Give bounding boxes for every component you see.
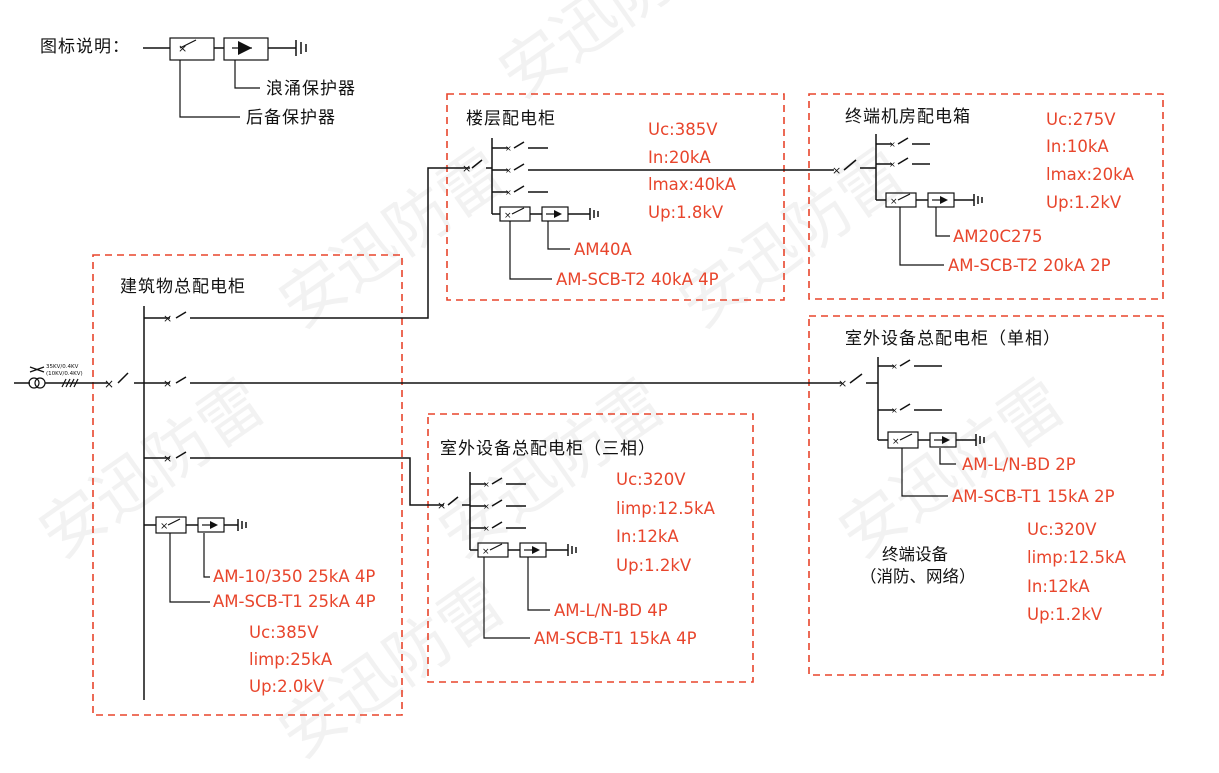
floor-panel: 楼层配电柜 × × × × × AM40A AM-SCB-T2 40kA 4P … <box>462 109 834 289</box>
outdoor-single-box <box>808 315 1164 676</box>
floor-backup-model: AM-SCB-T2 40kA 4P <box>556 270 719 289</box>
legend-spd-label: 浪涌保护器 <box>266 79 356 99</box>
svg-text:×: × <box>891 362 898 371</box>
terminal-device-label: 终端设备 <box>882 545 949 564</box>
legend-label: 图标说明： <box>40 37 130 57</box>
main-param: limp:25kA <box>249 650 333 669</box>
outdoor-three-param: limp:12.5kA <box>616 499 716 518</box>
svg-text:×: × <box>505 188 512 197</box>
terminal-room-param: lmax:20kA <box>1046 165 1135 184</box>
outdoor-single-title: 室外设备总配电柜（单相） <box>845 329 1061 349</box>
transformer-icon <box>28 377 40 389</box>
svg-text:×: × <box>892 437 900 447</box>
backup-protector-icon <box>169 37 215 61</box>
terminal-room-spd-model: AM20C275 <box>953 227 1043 246</box>
outdoor-single-param: limp:12.5kA <box>1027 548 1127 567</box>
svg-text:×: × <box>889 140 896 149</box>
outdoor-single-backup-model: AM-SCB-T1 15kA 2P <box>952 487 1115 506</box>
terminal-room-panel: 终端机房配电箱 × × × × AM20C275 AM-SCB-T2 20kA … <box>832 107 1135 275</box>
power-source: 35KV/0.4KV (10KV/0.4KV) × <box>14 364 144 391</box>
source-label-1: 35KV/0.4KV <box>46 364 79 370</box>
outdoor-three-box <box>427 413 754 683</box>
svg-text:×: × <box>890 197 898 207</box>
svg-text:×: × <box>838 377 847 390</box>
svg-text:×: × <box>504 211 512 221</box>
svg-text:×: × <box>483 480 490 489</box>
terminal-room-param: In:10kA <box>1046 137 1109 156</box>
outdoor-single-param: Uc:320V <box>1027 520 1097 539</box>
floor-spd-model: AM40A <box>574 240 633 259</box>
source-label-2: (10KV/0.4KV) <box>46 371 83 377</box>
svg-text:×: × <box>437 499 446 512</box>
outdoor-three-backup-model: AM-SCB-T1 15kA 4P <box>534 629 697 648</box>
outdoor-single-param: In:12kA <box>1027 577 1090 596</box>
terminal-room-param: Uc:275V <box>1046 110 1116 129</box>
floor-param: Uc:385V <box>648 120 718 139</box>
main-backup-model: AM-SCB-T1 25kA 4P <box>213 592 376 611</box>
svg-text:×: × <box>163 452 172 465</box>
outdoor-single-panel: 室外设备总配电柜（单相） × × × × AM-L/N-BD 2P AM-SCB… <box>838 329 1127 624</box>
watermark-text: 安迅防雷 <box>487 0 739 113</box>
svg-text:×: × <box>889 160 896 169</box>
legend: 图标说明： × 浪涌保护器 后备保护器 <box>40 37 356 128</box>
svg-text:×: × <box>832 164 841 177</box>
terminal-room-box <box>808 93 1164 300</box>
outdoor-three-param: Up:1.2kV <box>616 556 692 575</box>
floor-param: In:20kA <box>648 148 711 167</box>
svg-text:×: × <box>482 547 490 557</box>
svg-text:×: × <box>505 144 512 153</box>
floor-param: Up:1.8kV <box>648 203 724 222</box>
outdoor-three-param: Uc:320V <box>616 470 686 489</box>
main-param: Up:2.0kV <box>249 677 325 696</box>
outdoor-three-param: In:12kA <box>616 527 679 546</box>
outdoor-three-panel: 室外设备总配电柜（三相） × × × × × AM-L/N-BD 4P AM-S… <box>437 439 716 648</box>
svg-text:×: × <box>483 524 490 533</box>
terminal-device-sublabel: （消防、网络） <box>860 567 976 586</box>
svg-text:×: × <box>891 406 898 415</box>
svg-text:×: × <box>505 166 512 175</box>
outdoor-three-spd-model: AM-L/N-BD 4P <box>554 601 668 620</box>
main-param: Uc:385V <box>249 623 319 642</box>
watermark-text: 安迅防雷 <box>267 136 519 343</box>
main-panel: 建筑物总配电柜 × × × × AM-10/350 25kA 4P AM-SCB… <box>120 167 842 700</box>
outdoor-three-title: 室外设备总配电柜（三相） <box>440 439 656 459</box>
main-panel-box <box>92 254 403 716</box>
svg-text:×: × <box>160 521 168 532</box>
svg-text:×: × <box>163 312 172 325</box>
surge-protector-icon <box>223 37 269 61</box>
main-panel-title: 建筑物总配电柜 <box>120 277 246 297</box>
terminal-room-title: 终端机房配电箱 <box>845 107 971 127</box>
svg-text:×: × <box>163 377 172 390</box>
svg-text:×: × <box>462 162 471 175</box>
terminal-room-backup-model: AM-SCB-T2 20kA 2P <box>948 256 1111 275</box>
terminal-room-param: Up:1.2kV <box>1046 193 1122 212</box>
svg-text:×: × <box>104 377 114 391</box>
svg-text:×: × <box>483 502 490 511</box>
main-spd-model: AM-10/350 25kA 4P <box>213 567 375 586</box>
outdoor-single-param: Up:1.2kV <box>1027 605 1103 624</box>
watermark-text: 安迅防雷 <box>27 366 279 573</box>
floor-panel-title: 楼层配电柜 <box>466 109 556 129</box>
svg-text:×: × <box>178 42 187 55</box>
outdoor-single-spd-model: AM-L/N-BD 2P <box>962 455 1076 474</box>
floor-param: lmax:40kA <box>648 175 737 194</box>
floor-panel-box <box>446 93 785 301</box>
legend-backup-label: 后备保护器 <box>246 108 336 128</box>
